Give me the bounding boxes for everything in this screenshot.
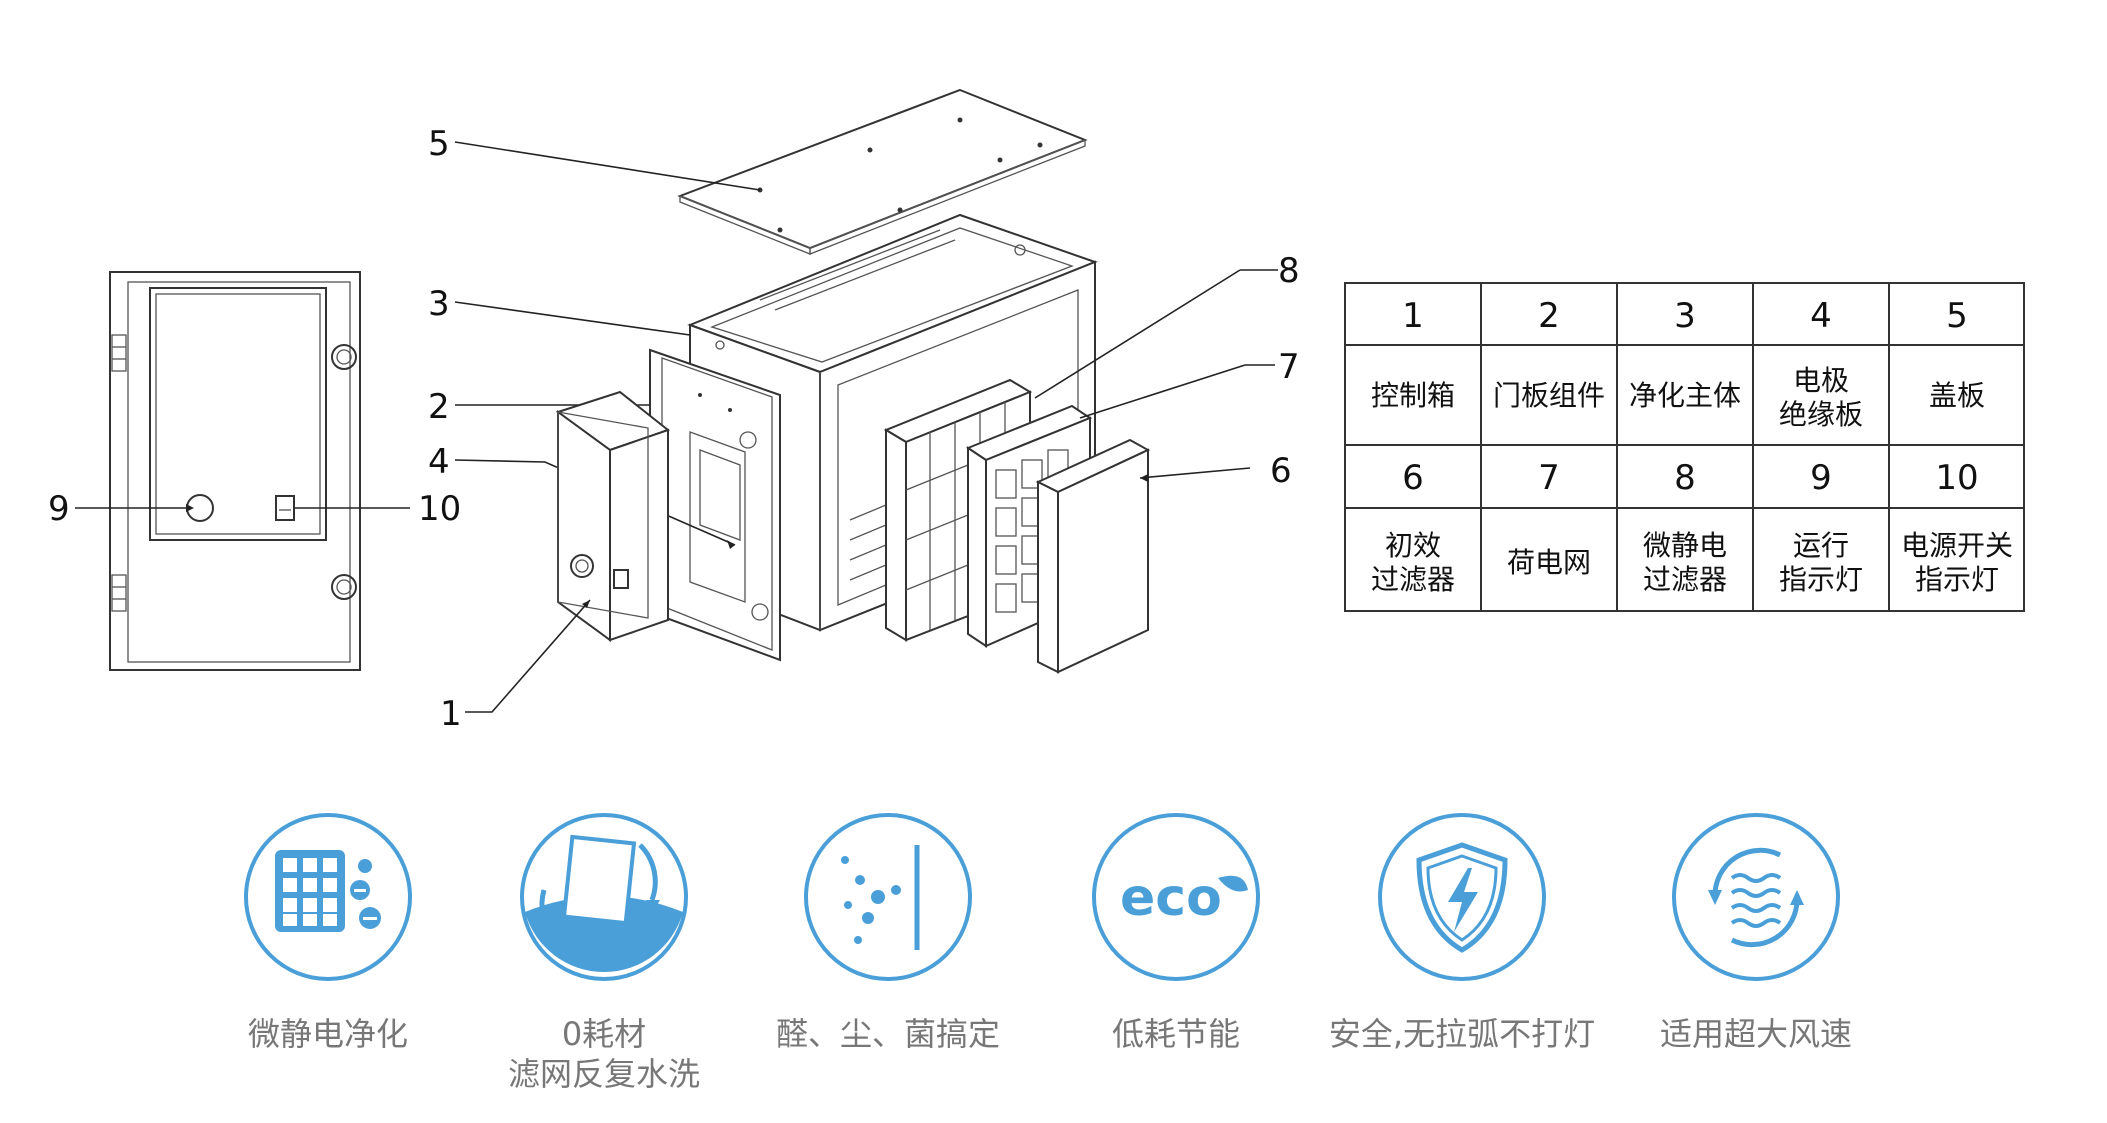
airflow-icon: [1708, 847, 1804, 948]
callout-8: 8: [1278, 251, 1300, 291]
table-number: 1: [1402, 296, 1424, 336]
feature-row: eco: [244, 813, 1852, 1093]
table-number: 2: [1538, 296, 1560, 336]
door-panel-assembly: [649, 348, 781, 662]
table-number: 4: [1810, 296, 1832, 336]
table-part-name: 运行: [1793, 529, 1849, 562]
table-part-name: 门板组件: [1493, 379, 1605, 412]
feature-caption: 0耗材: [562, 1015, 646, 1053]
table-part-name: 微静电: [1643, 529, 1727, 562]
callout-9: 9: [48, 489, 70, 529]
feature-washable: [520, 813, 688, 981]
table-part-name: 荷电网: [1507, 546, 1591, 579]
washable-filter-icon: [525, 834, 683, 973]
table-part-name: 初效: [1385, 529, 1441, 562]
callout-10: 10: [418, 489, 461, 529]
feature-purify: [804, 813, 972, 981]
cover-plate: [677, 88, 1088, 255]
feature-caption: 滤网反复水洗: [508, 1055, 700, 1093]
electrostatic-grid-icon: [275, 850, 381, 932]
table-number: 8: [1674, 458, 1696, 498]
callout-3: 3: [428, 284, 450, 324]
eco-leaf-icon: eco: [1120, 868, 1248, 928]
table-number: 9: [1810, 458, 1832, 498]
feature-electrostatic: [244, 813, 412, 981]
table-number: 10: [1935, 458, 1978, 498]
feature-eco: eco: [1092, 813, 1260, 981]
feature-caption: 适用超大风速: [1660, 1015, 1852, 1053]
lightning-shield-icon: [1416, 842, 1508, 953]
table-part-name: 净化主体: [1629, 379, 1741, 412]
primary-filter: [1035, 438, 1151, 674]
table-part-name: 过滤器: [1371, 563, 1455, 596]
table-part-name: 指示灯: [1915, 563, 1999, 596]
table-number: 6: [1402, 458, 1424, 498]
table-part-name: 过滤器: [1643, 563, 1727, 596]
callout-7: 7: [1278, 347, 1300, 387]
callout-5: 5: [428, 124, 450, 164]
callout-4: 4: [428, 442, 450, 482]
feature-caption: 醛、尘、菌搞定: [776, 1015, 1000, 1053]
feature-safety: [1378, 813, 1546, 981]
callout-2: 2: [428, 387, 450, 427]
svg-text:eco: eco: [1120, 868, 1222, 928]
callout-1: 1: [440, 694, 462, 734]
table-number: 3: [1674, 296, 1696, 336]
feature-airflow: [1672, 813, 1840, 981]
table-part-name: 电极: [1793, 364, 1849, 397]
table-part-name: 指示灯: [1779, 563, 1863, 596]
feature-caption: 低耗节能: [1112, 1015, 1240, 1053]
table-number: 5: [1946, 296, 1968, 336]
table-part-name: 电源开关: [1901, 529, 2013, 562]
particle-barrier-icon: [841, 845, 920, 950]
callout-6: 6: [1270, 451, 1292, 491]
table-number: 7: [1538, 458, 1560, 498]
feature-caption: 微静电净化: [248, 1015, 408, 1053]
table-part-name: 绝缘板: [1779, 398, 1863, 431]
table-part-name: 控制箱: [1371, 379, 1455, 412]
table-part-name: 盖板: [1929, 379, 1985, 412]
door-front-view: [109, 271, 361, 671]
control-box: [555, 390, 671, 642]
feature-caption: 安全,无拉弧不打灯: [1329, 1015, 1595, 1053]
